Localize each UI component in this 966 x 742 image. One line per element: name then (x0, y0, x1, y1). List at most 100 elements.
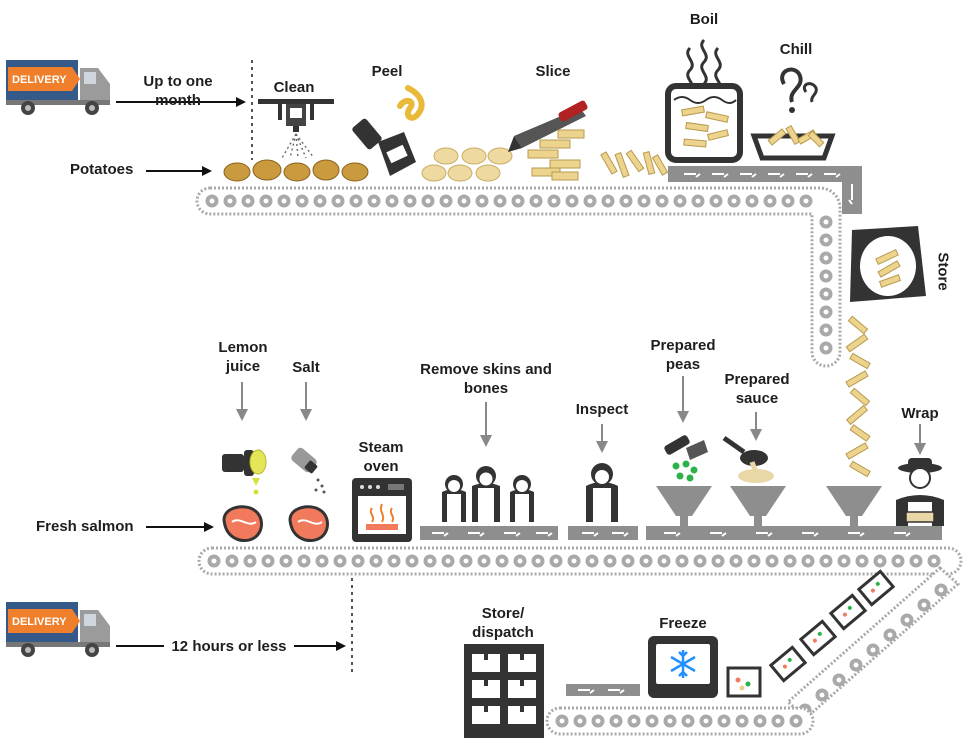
label-inspect: Inspect (575, 401, 629, 418)
conveyor-wheel-hub (535, 558, 541, 564)
conveyor-wheel-hub (721, 718, 727, 724)
conveyor-wheel-hub (407, 198, 413, 204)
conveyor-belt-bottom (545, 706, 815, 736)
conveyor-wheel-hub (209, 198, 215, 204)
conveyor-wheel-hub (443, 198, 449, 204)
conveyor-wheel-hub (819, 692, 825, 698)
bottom-track (566, 684, 640, 696)
conveyor-wheel-hub (551, 198, 557, 204)
label-lemon-juice: Lemon juice (218, 339, 268, 375)
salmon-steaks (222, 505, 329, 543)
sauce-ladle-icon (722, 435, 774, 483)
conveyor-wheel-hub (823, 237, 829, 243)
conveyor-wheel-hub (481, 558, 487, 564)
conveyor-wheel-hub (517, 558, 523, 564)
conveyor-wheel-hub (425, 198, 431, 204)
conveyor-wheel-hub (605, 198, 611, 204)
label-peel: Peel (371, 63, 403, 80)
conveyor-wheel-hub (887, 632, 893, 638)
conveyor-wheel-hub (823, 309, 829, 315)
conveyor-wheel-hub (785, 198, 791, 204)
conveyor-wheel-hub (870, 647, 876, 653)
inspector-icon (586, 463, 618, 522)
conveyor-wheel-hub (355, 558, 361, 564)
salmon-line-tracks (420, 526, 942, 540)
potato-slices (527, 129, 585, 181)
conveyor-wheel-hub (921, 602, 927, 608)
conveyor-wheel-hub (877, 558, 883, 564)
conveyor-wheel-hub (823, 291, 829, 297)
lemon-hand-icon (222, 449, 267, 495)
conveyor-wheel-hub (607, 558, 613, 564)
conveyor-wheel-hub (739, 718, 745, 724)
conveyor-wheel-hub (803, 198, 809, 204)
conveyor-wheel-hub (227, 198, 233, 204)
conveyor-wheel-hub (713, 198, 719, 204)
conveyor-wheel-hub (853, 662, 859, 668)
label-store-dispatch: Store/ dispatch (472, 605, 534, 641)
conveyor-wheel-hub (463, 558, 469, 564)
label-prepared-peas: Prepared peas (650, 337, 716, 373)
delivery-label-bottom: DELIVERY (12, 616, 67, 628)
conveyor-wheel-hub (479, 198, 485, 204)
conveyor-wheel-hub (625, 558, 631, 564)
conveyor-wheel-hub (461, 198, 467, 204)
conveyor-wheel-hub (595, 718, 601, 724)
conveyor-wheel-hub (497, 198, 503, 204)
conveyor-wheel-hub (913, 558, 919, 564)
conveyor-wheel-hub (823, 558, 829, 564)
chill-tray-icon (750, 67, 836, 161)
conveyor-wheel-hub (265, 558, 271, 564)
conveyor-wheel-hub (229, 558, 235, 564)
conveyor-wheel-hub (697, 558, 703, 564)
conveyor-wheel-hub (859, 558, 865, 564)
label-up-to-one-month: Up to one month (143, 73, 213, 109)
label-prepared-sauce: Prepared sauce (724, 371, 790, 407)
conveyor-wheel-hub (659, 198, 665, 204)
label-fresh-salmon: Fresh salmon (36, 518, 134, 535)
label-store: Store (934, 252, 952, 291)
conveyor-wheel-hub (353, 198, 359, 204)
conveyor-wheel-hub (281, 198, 287, 204)
conveyor-wheel-hub (335, 198, 341, 204)
peeler-icon (352, 85, 425, 176)
falling-chips (845, 315, 871, 478)
label-salt: Salt (292, 359, 320, 376)
label-clean: Clean (273, 79, 315, 96)
conveyor-wheel-hub (649, 718, 655, 724)
conveyor-wheel-hub (569, 198, 575, 204)
conveyor-wheel-hub (677, 198, 683, 204)
conveyor-wheel-hub (577, 718, 583, 724)
label-potatoes: Potatoes (70, 161, 134, 178)
peas-scoop-icon (664, 435, 708, 482)
conveyor-wheel-hub (589, 558, 595, 564)
conveyor-wheel-hub (841, 558, 847, 564)
conveyor-wheel-hub (767, 198, 773, 204)
chips-on-belt (600, 149, 669, 178)
conveyor-wheel-hub (895, 558, 901, 564)
salt-shaker-icon (291, 447, 326, 494)
conveyor-wheel-hub (731, 198, 737, 204)
conveyor-wheel-hub (749, 198, 755, 204)
conveyor-wheel-hub (319, 558, 325, 564)
conveyor-wheel-hub (317, 198, 323, 204)
conveyor-wheel-hub (389, 198, 395, 204)
conveyor-wheel-hub (904, 617, 910, 623)
conveyor-wheel-hub (757, 718, 763, 724)
conveyor-belt-top (195, 186, 842, 368)
label-freeze: Freeze (659, 615, 707, 632)
conveyor-wheel-hub (823, 273, 829, 279)
boil-pot-icon (665, 38, 743, 163)
conveyor-wheel-hub (695, 198, 701, 204)
label-boil: Boil (689, 11, 719, 28)
conveyor-wheel-hub (823, 345, 829, 351)
conveyor-wheel-hub (679, 558, 685, 564)
conveyor-wheel-hub (299, 198, 305, 204)
hoppers (656, 486, 882, 526)
sprayer-icon (258, 99, 334, 159)
label-remove-skins: Remove skins and bones (420, 361, 552, 397)
conveyor-wheel-hub (211, 558, 217, 564)
conveyor-wheel-hub (631, 718, 637, 724)
workers-group-icon (442, 466, 534, 522)
